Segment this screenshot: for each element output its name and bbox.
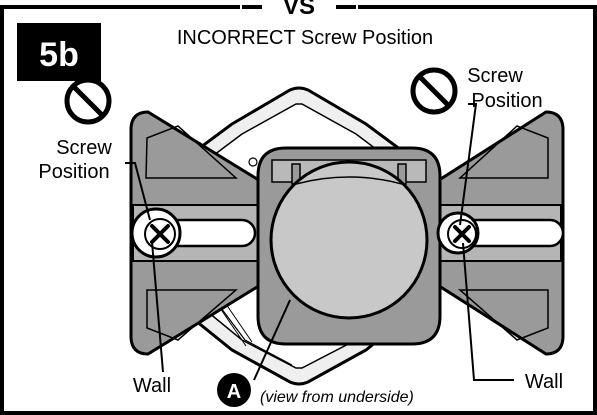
callout-a-letter: A bbox=[227, 381, 241, 403]
step-badge-label: 5b bbox=[39, 36, 79, 74]
right-prohibited-icon bbox=[410, 67, 458, 115]
right-screw-icon bbox=[436, 211, 480, 255]
right-screw-label-line1: Screw bbox=[467, 65, 523, 87]
panel-title: INCORRECT Screw Position bbox=[177, 27, 433, 49]
right-screw-label-line2: Position bbox=[471, 90, 542, 112]
left-wall-leader bbox=[151, 241, 164, 373]
vs-label: VS bbox=[283, 0, 315, 20]
view-note: (view from underside) bbox=[260, 389, 414, 406]
left-screw-icon bbox=[130, 207, 182, 259]
vs-gap bbox=[240, 0, 358, 14]
step-badge bbox=[17, 23, 101, 81]
left-screw-leader bbox=[125, 162, 151, 221]
center-mount-plate bbox=[256, 146, 442, 346]
left-wall-label: Wall bbox=[133, 375, 171, 397]
right-wall-label: Wall bbox=[525, 371, 563, 393]
left-screw-label-line1: Screw bbox=[56, 137, 112, 159]
left-screw-label-line2: Position bbox=[38, 161, 109, 183]
right-screw-leader bbox=[459, 103, 478, 226]
left-prohibited-icon bbox=[64, 77, 112, 125]
right-wall-leader bbox=[462, 242, 514, 381]
callout-a-badge bbox=[217, 373, 251, 407]
callout-leader bbox=[253, 299, 291, 381]
